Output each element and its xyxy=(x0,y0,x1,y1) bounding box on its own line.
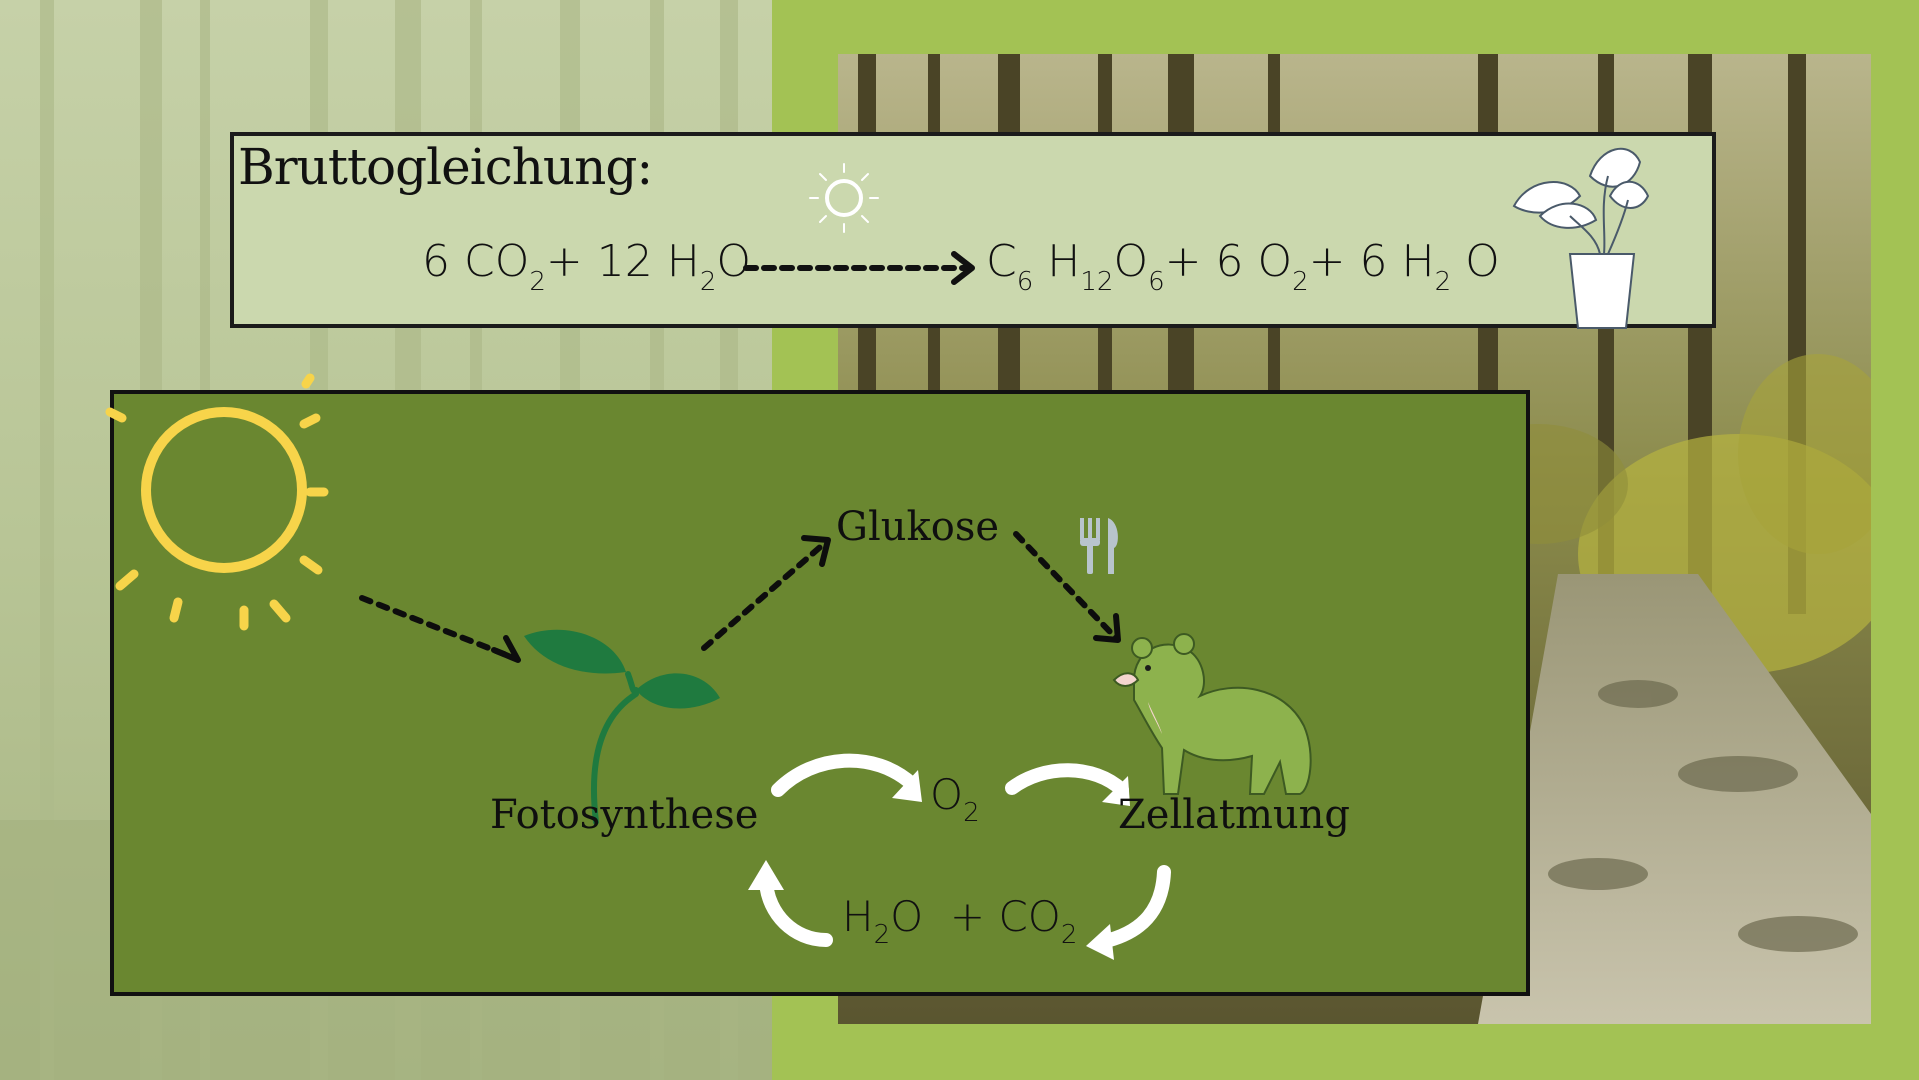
zellatmung-label: Zellatmung xyxy=(1118,792,1351,838)
glukose-to-bear-arrow xyxy=(1013,531,1119,641)
equation-box: Bruttogleichung: 6 CO2+ 12 H2O C6 H12O6+… xyxy=(230,132,1716,329)
glukose-label: Glukose xyxy=(836,504,1000,550)
small-sun-icon xyxy=(809,163,879,233)
cutlery-icon xyxy=(1080,518,1118,574)
bear-icon xyxy=(1112,633,1312,795)
sun-icon xyxy=(105,373,329,631)
plant-pot-icon xyxy=(1512,147,1650,329)
plant-to-glukose-arrow xyxy=(701,539,829,651)
lhs-co2: 6 CO xyxy=(422,236,530,287)
lhs-co2-sub: 2 xyxy=(529,267,546,297)
equation-right-side: C6 H12O6+ 6 O2+ 6 H2 O xyxy=(986,236,1500,297)
equation-left-side: 6 CO2+ 12 H2O xyxy=(422,236,751,297)
lhs-o: O xyxy=(716,236,751,287)
o2-label: O2 xyxy=(930,770,980,828)
sun-to-plant-arrow xyxy=(359,595,517,661)
lhs-h2o-sub: 2 xyxy=(699,267,717,297)
sprout-icon xyxy=(524,629,720,825)
reaction-arrow xyxy=(743,251,975,285)
lhs-h2o: + 12 H xyxy=(545,236,700,287)
equation-title: Bruttogleichung: xyxy=(238,138,653,196)
fotosynthese-label: Fotosynthese xyxy=(490,792,759,838)
flow-arrows xyxy=(359,531,1171,960)
h2o-co2-label: H2O + CO2 xyxy=(842,892,1078,950)
cycle-diagram: Glukose Fotosynthese Zellatmung O2 H2O +… xyxy=(105,373,1530,996)
